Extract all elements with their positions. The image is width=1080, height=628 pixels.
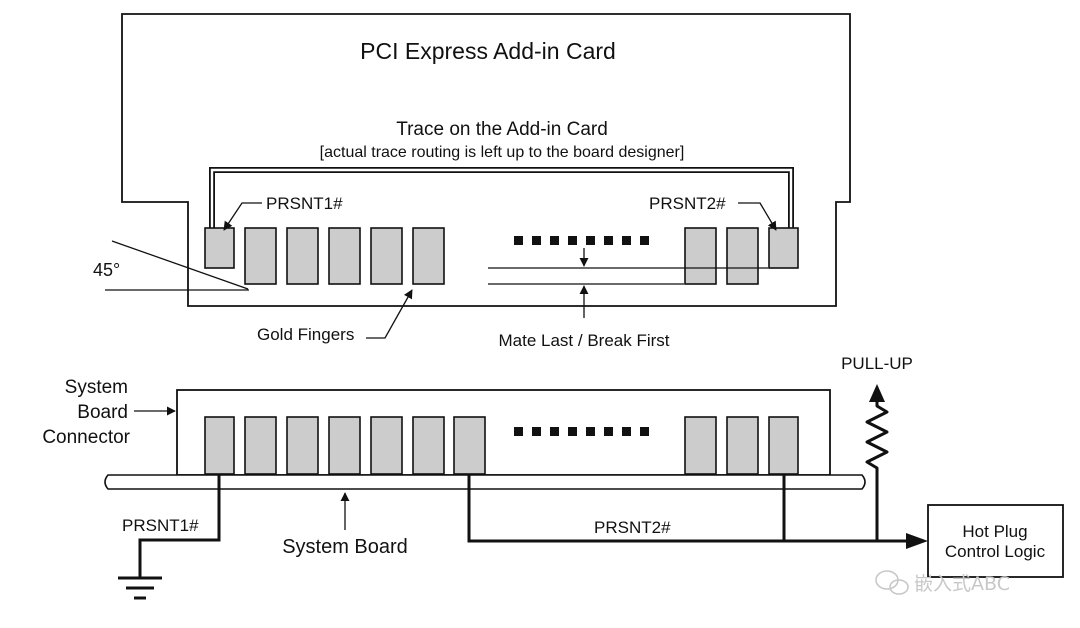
board-prsnt2-label: PRSNT2#: [594, 518, 671, 537]
mate-last-indicator: [488, 248, 768, 318]
card-finger-ellipsis: [514, 236, 649, 245]
connector-contact: [453, 416, 486, 475]
wechat-icon: [875, 570, 909, 595]
card-title: PCI Express Add-in Card: [360, 38, 616, 64]
pull-up-resistor: [865, 402, 889, 541]
hot-plug-control-logic-box: [927, 504, 1064, 578]
card-gold-fingers: [204, 227, 799, 285]
connector-contact: [204, 416, 235, 475]
card-finger: [244, 227, 277, 285]
connector-contact: [244, 416, 277, 475]
bevel-angle-indicator: [105, 240, 249, 291]
watermark-text: 嵌入式ABC: [914, 573, 1010, 595]
connector-contacts: [204, 416, 799, 475]
connector-label-line-3: Connector: [42, 427, 130, 448]
gold-fingers-arrow: [366, 289, 413, 339]
angle-label: 45°: [93, 260, 120, 280]
connector-contact: [412, 416, 445, 475]
card-finger-prsnt2: [768, 227, 799, 269]
connector-contact: [370, 416, 403, 475]
card-trace-inner: [210, 168, 793, 230]
prsnt1-arrow: [223, 202, 262, 231]
card-finger: [370, 227, 403, 285]
connector-contact: [286, 416, 319, 475]
connector-label-line-2: Board: [77, 402, 128, 423]
connector-contact: [684, 416, 717, 475]
card-finger: [286, 227, 319, 285]
card-prsnt1-label: PRSNT1#: [266, 194, 343, 213]
connector-label-line-1: System: [65, 377, 128, 398]
card-finger: [726, 227, 759, 285]
ground-icon: [118, 576, 162, 600]
trace-note: [actual trace routing is left up to the …: [320, 144, 685, 161]
pull-up-label: PULL-UP: [841, 354, 913, 373]
prsnt2-wire: [467, 474, 916, 543]
card-finger: [684, 227, 717, 285]
card-finger-prsnt1: [204, 227, 235, 269]
connector-contact: [768, 416, 799, 475]
system-board: [104, 474, 866, 490]
hot-plug-arrowhead: [906, 533, 928, 549]
connector-contact: [726, 416, 759, 475]
board-prsnt1-label: PRSNT1#: [122, 516, 199, 535]
card-prsnt2-label: PRSNT2#: [649, 194, 726, 213]
card-finger: [412, 227, 445, 285]
hot-plug-line-1: Hot Plug: [962, 522, 1027, 541]
hot-plug-line-2: Control Logic: [945, 542, 1046, 561]
prsnt1-ground-wire: [138, 474, 221, 578]
add-in-card-outline: [121, 13, 851, 307]
mate-last-label: Mate Last / Break First: [499, 331, 670, 350]
prsnt2-arrow: [738, 202, 777, 231]
pull-up-arrowhead: [869, 384, 885, 402]
connector-contact: [328, 416, 361, 475]
gold-fingers-label: Gold Fingers: [257, 325, 354, 344]
trace-label: Trace on the Add-in Card: [396, 119, 608, 140]
system-board-label: System Board: [282, 536, 408, 558]
connector-ellipsis: [514, 427, 649, 436]
card-finger: [328, 227, 361, 285]
